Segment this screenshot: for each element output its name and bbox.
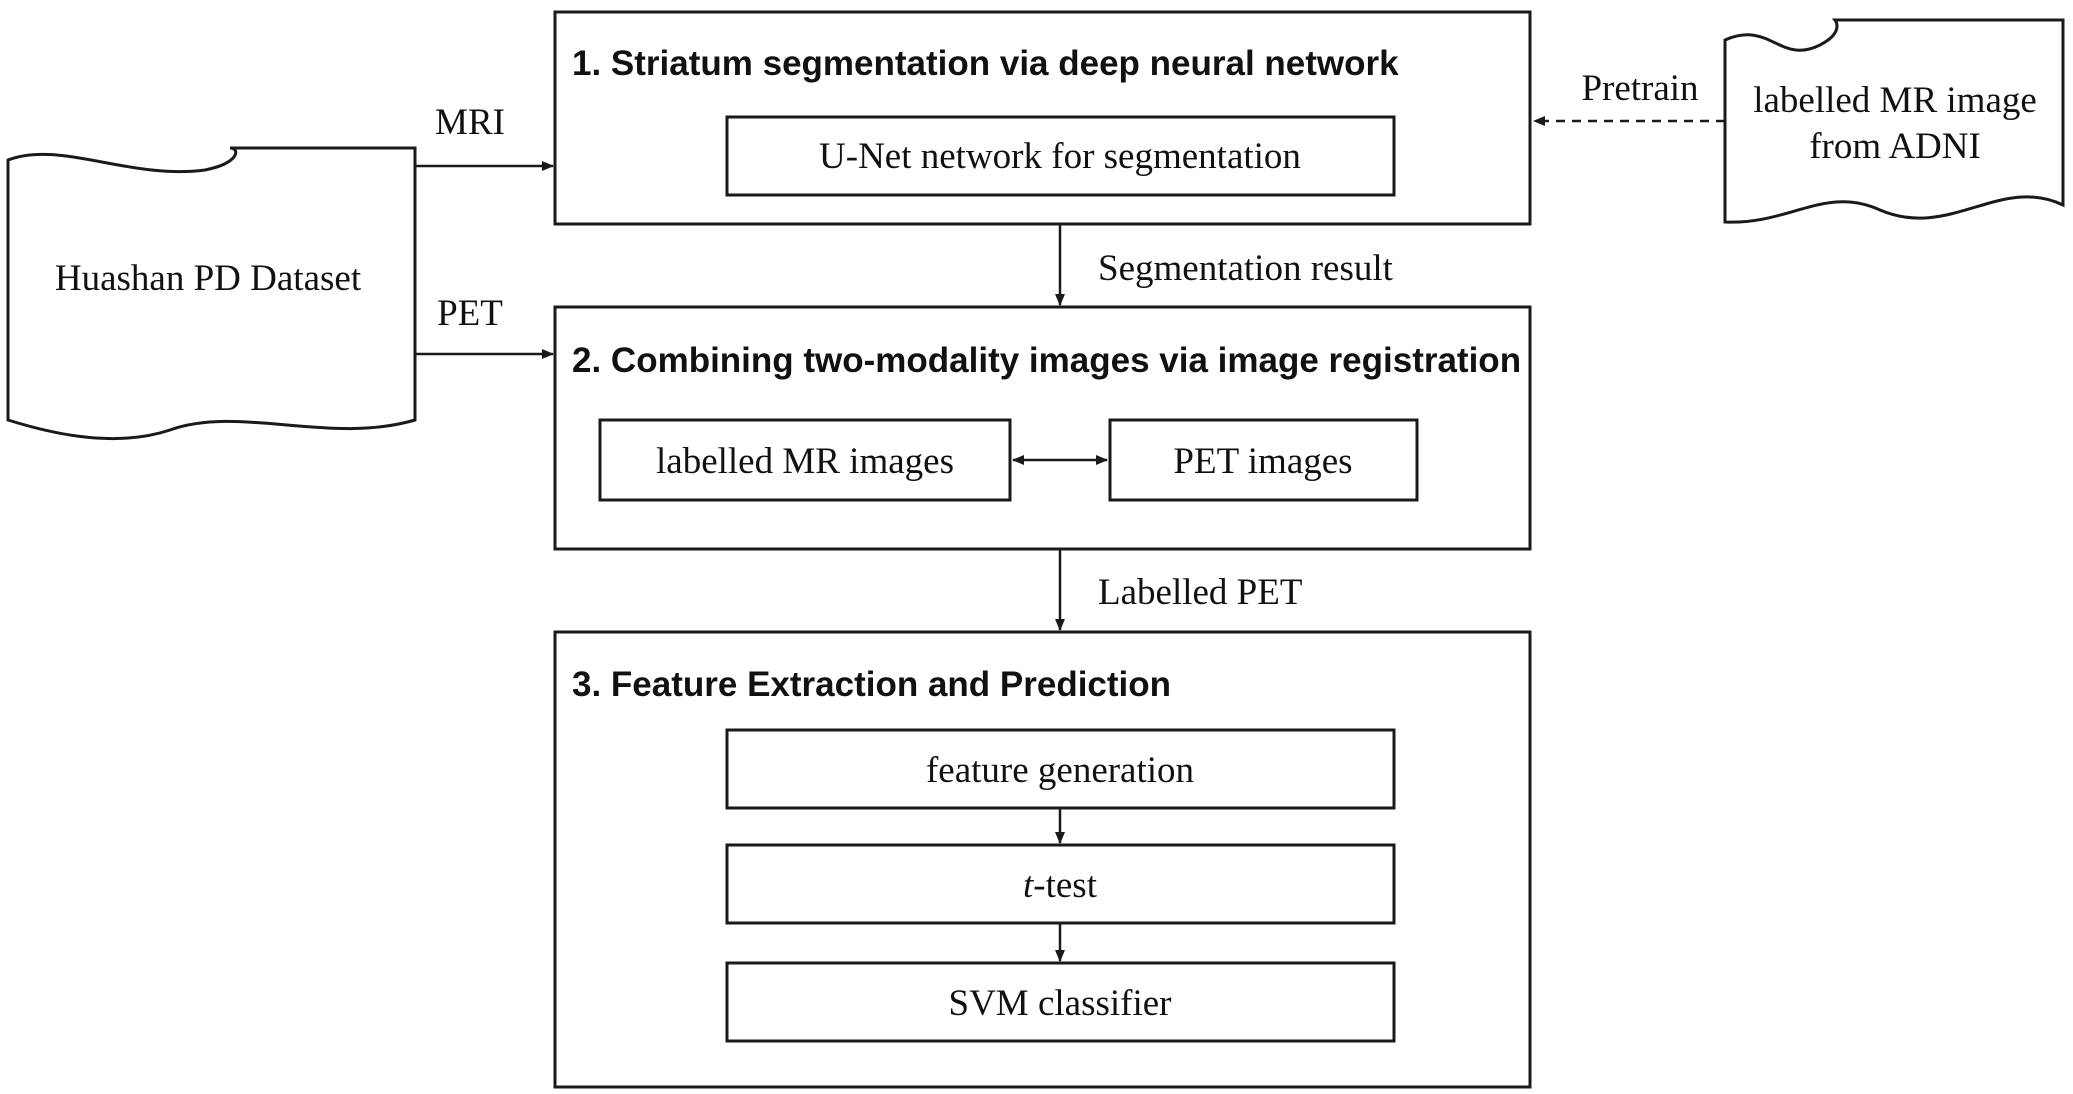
adni-dataset-label-line1: labelled MR image xyxy=(1753,80,2037,121)
labelled-pet-label: Labelled PET xyxy=(1098,572,1302,613)
stage3-title: 3. Feature Extraction and Prediction xyxy=(572,665,1171,704)
adni-dataset-label-line2: from ADNI xyxy=(1809,126,1981,167)
feature-generation-label: feature generation xyxy=(926,750,1194,791)
unet-box xyxy=(725,115,1396,197)
huashan-dataset-node: Huashan PD Dataset xyxy=(6,146,417,441)
ttest-box xyxy=(725,843,1396,925)
stage2-box: 2. Combining two-modality images via ima… xyxy=(553,305,1532,551)
mri-label: MRI xyxy=(435,102,505,143)
mr-images-label: labelled MR images xyxy=(656,441,954,482)
pretrain-label: Pretrain xyxy=(1581,68,1698,109)
feature-generation-box xyxy=(725,728,1396,810)
stage1-box: 1. Striatum segmentation via deep neural… xyxy=(553,10,1532,226)
stage3-box: 3. Feature Extraction and Prediction fea… xyxy=(553,630,1532,1089)
stage2-title: 2. Combining two-modality images via ima… xyxy=(572,341,1521,380)
svm-label: SVM classifier xyxy=(949,983,1172,1024)
pet-images-box xyxy=(1108,418,1419,502)
ttest-label: t-test xyxy=(1023,865,1098,906)
huashan-dataset-label: Huashan PD Dataset xyxy=(55,258,362,299)
unet-label: U-Net network for segmentation xyxy=(819,136,1301,177)
stage1-title: 1. Striatum segmentation via deep neural… xyxy=(572,44,1399,83)
ttest-rest: -test xyxy=(1033,865,1097,906)
pet-images-label: PET images xyxy=(1173,441,1352,482)
ttest-italic: t xyxy=(1023,865,1035,906)
adni-dataset-node: labelled MR image from ADNI xyxy=(1723,18,2065,224)
svm-box xyxy=(725,961,1396,1043)
pet-label: PET xyxy=(437,293,503,334)
segmentation-result-label: Segmentation result xyxy=(1098,248,1394,289)
mr-images-box xyxy=(598,418,1012,502)
